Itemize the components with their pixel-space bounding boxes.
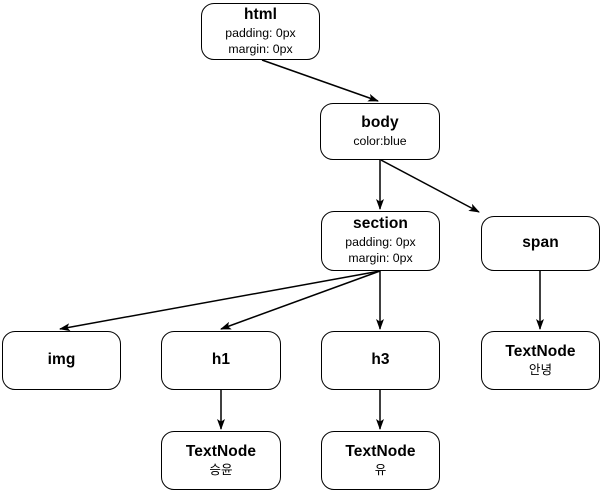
node-subtitle: padding: 0px xyxy=(345,235,416,250)
node-span-text[interactable]: TextNode 안녕 xyxy=(481,331,600,390)
node-title: body xyxy=(361,113,399,131)
node-subtitle: 유 xyxy=(374,462,387,477)
node-title: TextNode xyxy=(185,442,257,460)
edge-body-to-span xyxy=(380,159,480,213)
edge-section-to-h1 xyxy=(220,270,381,330)
node-title: section xyxy=(353,215,408,233)
node-h1-text[interactable]: TextNode 승윤 xyxy=(161,431,281,490)
node-title: img xyxy=(47,351,76,369)
node-title: TextNode xyxy=(345,442,416,460)
node-h3[interactable]: h3 xyxy=(321,331,440,390)
node-title: html xyxy=(243,5,278,23)
node-title: span xyxy=(522,234,559,252)
node-subtitle: color:blue xyxy=(353,133,407,148)
node-span[interactable]: span xyxy=(481,216,600,271)
node-subtitle: margin: 0px xyxy=(348,251,413,266)
node-subtitle: 승윤 xyxy=(209,462,233,477)
node-title: h3 xyxy=(371,351,390,369)
node-h3-text[interactable]: TextNode 유 xyxy=(321,431,440,490)
node-h1[interactable]: h1 xyxy=(161,331,281,390)
node-subtitle: margin: 0px xyxy=(228,41,293,56)
node-body[interactable]: body color:blue xyxy=(320,103,440,160)
node-title: TextNode xyxy=(505,342,576,360)
node-title: h1 xyxy=(211,351,231,369)
node-subtitle: 안녕 xyxy=(528,362,553,377)
node-subtitle: padding: 0px xyxy=(225,25,296,40)
node-img[interactable]: img xyxy=(2,331,121,390)
edge-section-to-img xyxy=(59,270,381,332)
edges-group xyxy=(59,59,544,430)
edge-html-to-body xyxy=(261,59,379,102)
